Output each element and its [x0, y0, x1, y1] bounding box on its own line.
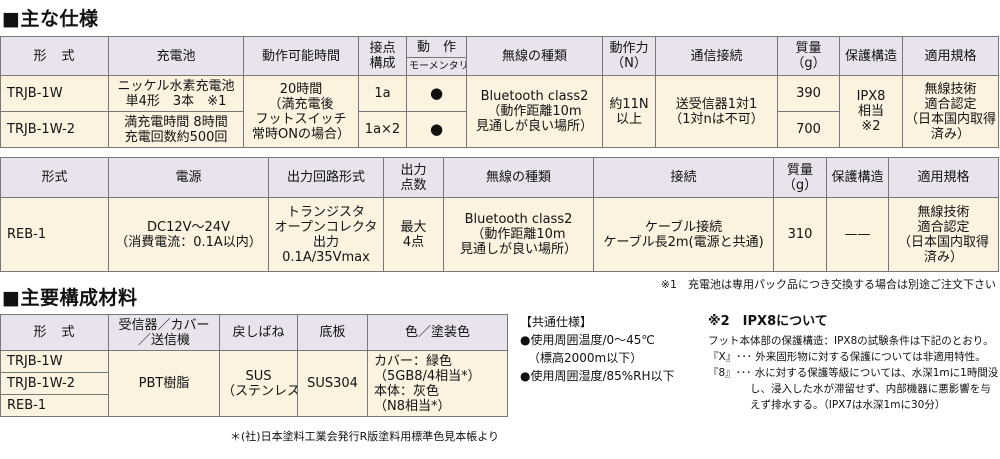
- header-output: 出力回路形式: [268, 157, 384, 198]
- contact-cell: 1a×2: [358, 111, 407, 148]
- header-standard: 適用規格: [902, 36, 999, 76]
- section-title-materials: ■主要構成材料: [2, 287, 138, 309]
- header-power: 電源: [108, 157, 269, 198]
- header-action-momentary: モーメンタリ: [406, 57, 467, 76]
- mass-cell: 390: [777, 75, 840, 112]
- header-model: 形 式: [0, 314, 109, 351]
- section-title-main-specs: ■主な仕様: [2, 8, 99, 30]
- base-material-cell: SUS304: [297, 350, 368, 417]
- header-battery: 充電池: [108, 36, 244, 76]
- color-cell: カバー：緑色 （5GB8/4相当*） 本体：灰色 （N8相当*）: [367, 350, 508, 417]
- model-cell: REB-1: [0, 394, 109, 417]
- header-mass: 質量 （g）: [777, 36, 840, 76]
- common-spec-line: ●使用周囲湿度/85%RH以下: [520, 369, 675, 383]
- ipx8-text: フット本体部の保護構造：IPX8の試験条件は下記のとおり。 『X』･･･ 外来固…: [708, 335, 999, 411]
- standard-cell: 無線技術 適合認定 （日本国内取得 済み）: [902, 75, 999, 148]
- operating-time-cell: 20時間 （満充電後 フットスイッチ 常時ONの場合）: [243, 75, 359, 148]
- battery-note: ※1 充電池は専用パック品につき交換する場合は別途ご注文下さい: [660, 278, 996, 291]
- receiver-spec-table: 形式 電源 出力回路形式 出力 点数 無線の種類 接続 質量 （g） 保護構造 …: [0, 157, 999, 272]
- ipx8-title: ※2 IPX8について: [708, 314, 828, 329]
- header-model: 形 式: [0, 36, 109, 76]
- header-wireless: 無線の種類: [443, 157, 594, 198]
- model-cell: TRJB-1W: [0, 75, 109, 112]
- protection-cell: ——: [826, 197, 889, 272]
- header-operating-time: 動作可能時間: [243, 36, 359, 76]
- common-spec-title: 【共通仕様】: [520, 315, 593, 329]
- model-cell: REB-1: [0, 197, 109, 272]
- spring-material-cell: SUS （ステンレス）: [219, 350, 298, 417]
- header-mass: 質量 （g）: [773, 157, 827, 198]
- header-spring: 戻しばね: [219, 314, 298, 351]
- wireless-cell: Bluetooth class2 （動作距離10m 見通しが良い場所）: [466, 75, 603, 148]
- model-cell: TRJB-1W-2: [0, 111, 109, 148]
- action-dot: ●: [406, 75, 467, 112]
- header-contact: 接点 構成: [358, 36, 407, 76]
- paint-standard-note: ＊(社)日本塗料工業会発行R版塗料用標準色見本帳より: [230, 430, 500, 443]
- header-protection: 保護構造: [839, 36, 903, 76]
- battery-cell-bottom: 満充電時間 8時間 充電回数約500回: [108, 111, 244, 148]
- wireless-cell: Bluetooth class2 （動作距離10m 見通しが良い場所）: [443, 197, 594, 272]
- header-protection: 保護構造: [826, 157, 889, 198]
- mass-cell: 310: [773, 197, 827, 272]
- common-spec-line: （標高2000m以下）: [528, 351, 643, 365]
- points-cell: 最大 4点: [383, 197, 444, 272]
- power-cell: DC12V～24V （消費電流：0.1A以内）: [108, 197, 269, 272]
- action-dot: ●: [406, 111, 467, 148]
- header-base: 底板: [297, 314, 368, 351]
- standard-cell: 無線技術 適合認定 （日本国内取得 済み）: [888, 197, 999, 272]
- header-wireless: 無線の種類: [466, 36, 603, 76]
- receiver-material-cell: PBT樹脂: [108, 350, 220, 417]
- mass-cell: 700: [777, 111, 840, 148]
- main-spec-table: 形 式 充電池 動作可能時間 接点 構成 動 作 無線の種類 動作力 （N） 通…: [0, 36, 999, 148]
- header-points: 出力 点数: [383, 157, 444, 198]
- common-spec-line: ●使用周囲温度/0～45℃: [520, 333, 655, 347]
- protection-cell: IPX8 相当 ※2: [839, 75, 903, 148]
- header-force: 動作力 （N）: [602, 36, 656, 76]
- header-receiver: 受信器／カバー ／送信機: [108, 314, 220, 351]
- header-standard: 適用規格: [888, 157, 999, 198]
- comm-cell: 送受信器1対1 （1対nは不可）: [655, 75, 778, 148]
- connection-cell: ケーブル接続 ケーブル長2m(電源と共通): [593, 197, 774, 272]
- battery-cell-top: ニッケル水素充電池 単4形 3本 ※1: [108, 75, 244, 112]
- contact-cell: 1a: [358, 75, 407, 112]
- model-cell: TRJB-1W-2: [0, 372, 109, 395]
- header-connection: 接続: [593, 157, 774, 198]
- header-action: 動 作: [406, 36, 467, 58]
- header-color: 色／塗装色: [367, 314, 508, 351]
- header-comm: 通信接続: [655, 36, 778, 76]
- materials-table: 形 式 受信器／カバー ／送信機 戻しばね 底板 色／塗装色 TRJB-1W P…: [0, 314, 508, 417]
- force-cell: 約11N 以上: [602, 75, 656, 148]
- header-model: 形式: [0, 157, 109, 198]
- output-cell: トランジスタ オープンコレクタ 出力 0.1A/35Vmax: [268, 197, 384, 272]
- model-cell: TRJB-1W: [0, 350, 109, 373]
